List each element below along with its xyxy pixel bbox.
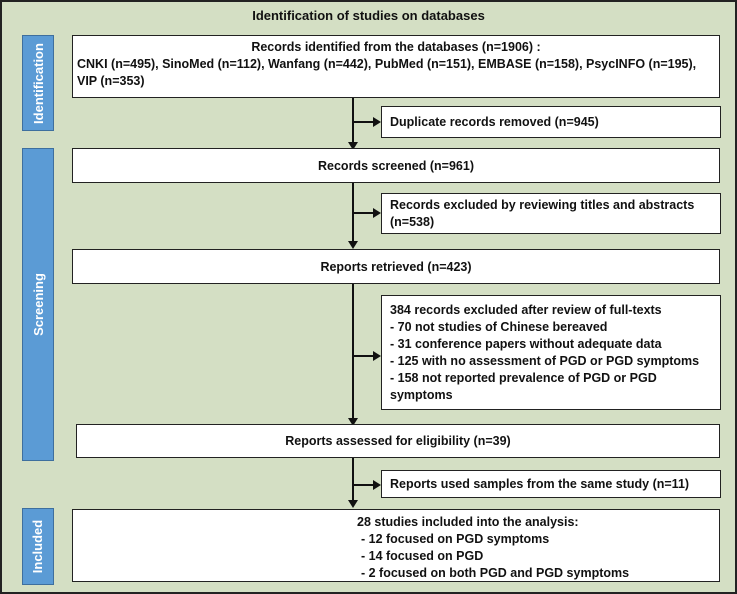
records-screened-text: Records screened (n=961)	[318, 158, 474, 173]
excluded-titles-count: (n=538)	[390, 214, 435, 229]
records-identified-sources: CNKI (n=495), SinoMed (n=112), Wanfang (…	[77, 57, 697, 71]
records-screened-box: Records screened (n=961)	[72, 148, 720, 183]
included-item: - 12 focused on PGD symptoms	[361, 532, 550, 546]
arrow-down-3	[348, 418, 358, 426]
arrow-right-1	[373, 117, 381, 127]
records-identified-heading: Records identified from the databases (n…	[251, 40, 541, 54]
phase-identification: Identification	[22, 35, 54, 131]
excluded-titles-box: Records excluded by reviewing titles and…	[381, 193, 721, 234]
excluded-titles-text: Records excluded by reviewing titles and…	[390, 197, 695, 212]
reports-retrieved-text: Reports retrieved (n=423)	[320, 259, 472, 274]
excluded-fulltext-item-cont: symptoms	[390, 388, 453, 402]
reports-retrieved-box: Reports retrieved (n=423)	[72, 249, 720, 284]
included-heading: 28 studies included into the analysis:	[357, 515, 579, 529]
phase-included-label: Included	[30, 519, 46, 574]
connector-branch-4	[353, 484, 373, 486]
diagram-title: Identification of studies on databases	[252, 8, 485, 23]
phase-screening: Screening	[22, 148, 54, 461]
arrow-right-4	[373, 480, 381, 490]
connector-main-4	[352, 458, 354, 501]
included-box: 28 studies included into the analysis: -…	[72, 509, 720, 582]
excluded-fulltext-item: - 125 with no assessment of PGD or PGD s…	[390, 354, 700, 368]
arrow-down-1	[348, 142, 358, 150]
excluded-fulltext-item: - 70 not studies of Chinese bereaved	[390, 320, 608, 334]
arrow-down-2	[348, 241, 358, 249]
duplicates-box: Duplicate records removed (n=945)	[381, 106, 721, 138]
arrow-right-3	[373, 351, 381, 361]
excluded-fulltext-item: - 31 conference papers without adequate …	[390, 337, 662, 351]
records-identified-sources-cont: VIP (n=353)	[77, 74, 145, 88]
duplicates-text: Duplicate records removed (n=945)	[390, 115, 599, 129]
connector-branch-2	[353, 212, 373, 214]
assessed-text: Reports assessed for eligibility (n=39)	[285, 434, 511, 448]
connector-branch-1	[353, 121, 373, 123]
connector-branch-3	[353, 355, 373, 357]
assessed-box: Reports assessed for eligibility (n=39)	[76, 424, 720, 458]
connector-main-1	[352, 98, 354, 143]
arrow-right-2	[373, 208, 381, 218]
phase-screening-label: Screening	[30, 273, 46, 336]
included-item: - 2 focused on both PGD and PGD symptoms	[361, 566, 630, 580]
phase-included: Included	[22, 508, 54, 585]
phase-identification-label: Identification	[30, 42, 46, 124]
excluded-fulltext-box: 384 records excluded after review of ful…	[381, 295, 721, 410]
connector-main-3	[352, 284, 354, 419]
records-identified-box: Records identified from the databases (n…	[72, 35, 720, 98]
excluded-fulltext-item: - 158 not reported prevalence of PGD or …	[390, 371, 657, 385]
same-study-box: Reports used samples from the same study…	[381, 470, 721, 498]
arrow-down-4	[348, 500, 358, 508]
excluded-fulltext-heading: 384 records excluded after review of ful…	[390, 303, 662, 317]
included-item: - 14 focused on PGD	[361, 549, 484, 563]
same-study-text: Reports used samples from the same study…	[390, 477, 690, 491]
